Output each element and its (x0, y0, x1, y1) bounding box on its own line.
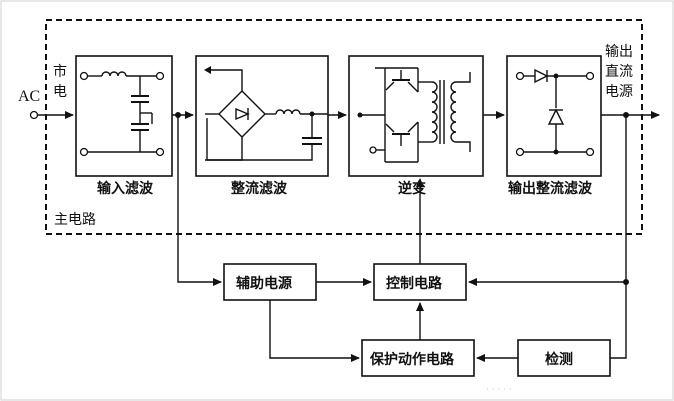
dc-out-label-1: 输出 (605, 44, 633, 60)
dc-out-label-2: 直流 (605, 63, 633, 80)
aux-feed-line (177, 115, 222, 286)
dc-out-label-3: 电源 (605, 84, 633, 100)
inverter-label: 逆变 (398, 180, 426, 197)
output-rectifier-filter-label: 输出整流滤波 (508, 180, 593, 197)
aux-to-protection-line (269, 300, 360, 362)
input-filter-block (75, 55, 173, 177)
ac-label: AC (18, 88, 40, 105)
main-circuit-label: 主电路 (54, 212, 96, 228)
control-circuit-box (373, 263, 467, 301)
input-filter-label: 输入滤波 (97, 180, 154, 197)
detection-label: 检测 (545, 351, 573, 368)
rectifier-filter-block (195, 55, 329, 177)
output-to-detection-line (610, 282, 627, 359)
control-circuit-label: 控制电路 (386, 275, 443, 292)
protection-circuit-box (361, 339, 475, 377)
ac-input-terminal (29, 110, 39, 120)
protection-circuit-label: 保护动作电路 (369, 351, 455, 368)
watermark: · · · · · (486, 385, 512, 395)
mains-label-2: 电 (53, 84, 67, 100)
output-rectifier-filter-block (506, 55, 602, 177)
main-circuit-region (45, 19, 643, 235)
inverter-block (348, 55, 484, 177)
rectifier-filter-label: 整流滤波 (230, 180, 288, 197)
mains-label-1: 市 (53, 63, 67, 80)
aux-power-label: 辅助电源 (236, 275, 292, 292)
